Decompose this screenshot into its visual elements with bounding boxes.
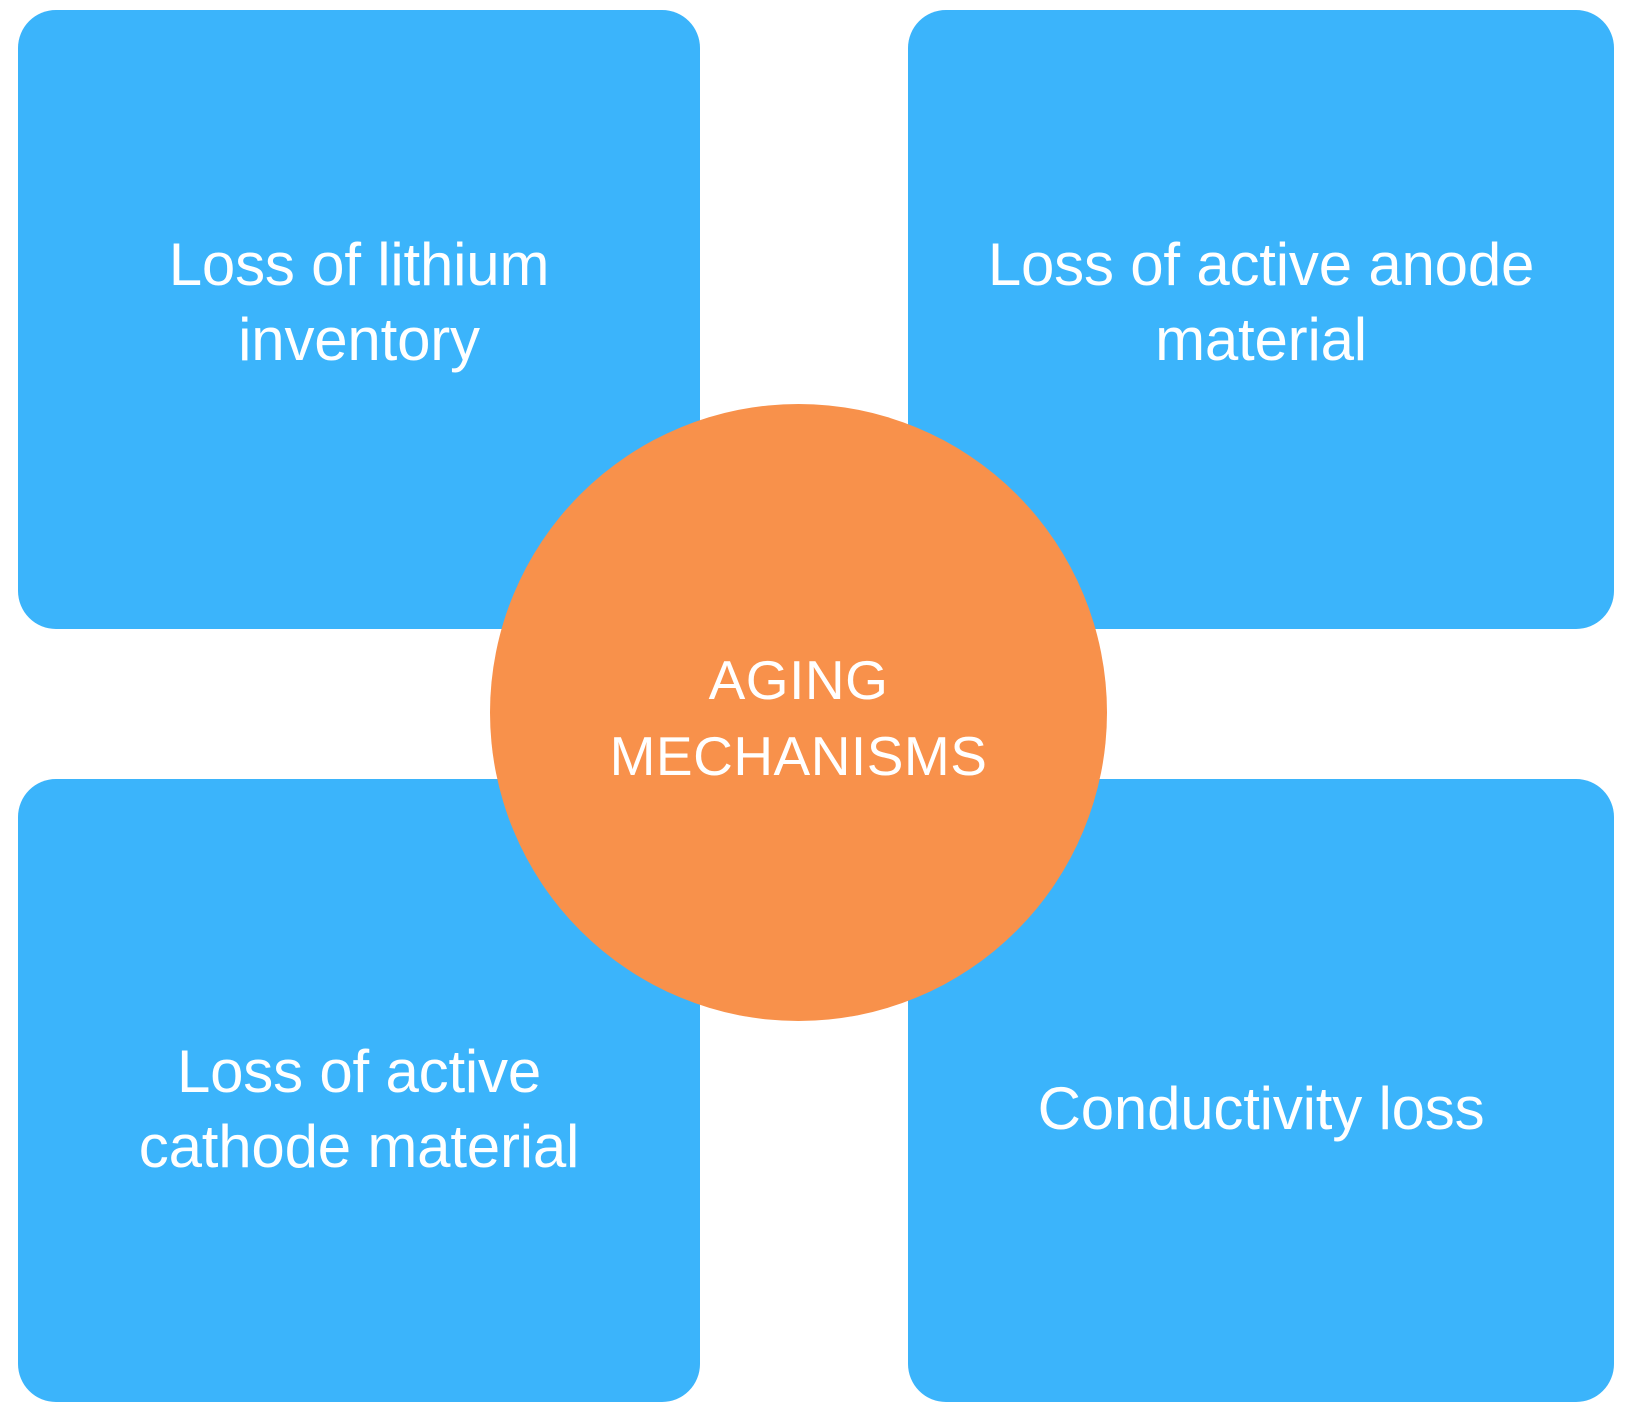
node-label-conductivity-loss: Conductivity loss <box>1037 1075 1485 1142</box>
node-label-loss-of-lithium-inventory: Loss of lithium inventory <box>168 230 550 373</box>
node-loss-of-lithium-inventory[interactable]: Loss of lithium inventory <box>18 10 700 629</box>
hub-label: AGING MECHANISMS <box>609 648 988 787</box>
node-label-loss-of-active-cathode-material: Loss of active cathode material <box>138 1037 580 1180</box>
hub-circle-aging-mechanisms[interactable]: AGING MECHANISMS <box>490 404 1107 1021</box>
node-loss-of-active-cathode-material[interactable]: Loss of active cathode material <box>18 779 700 1402</box>
node-label-loss-of-active-anode-material: Loss of active anode material <box>987 230 1535 373</box>
